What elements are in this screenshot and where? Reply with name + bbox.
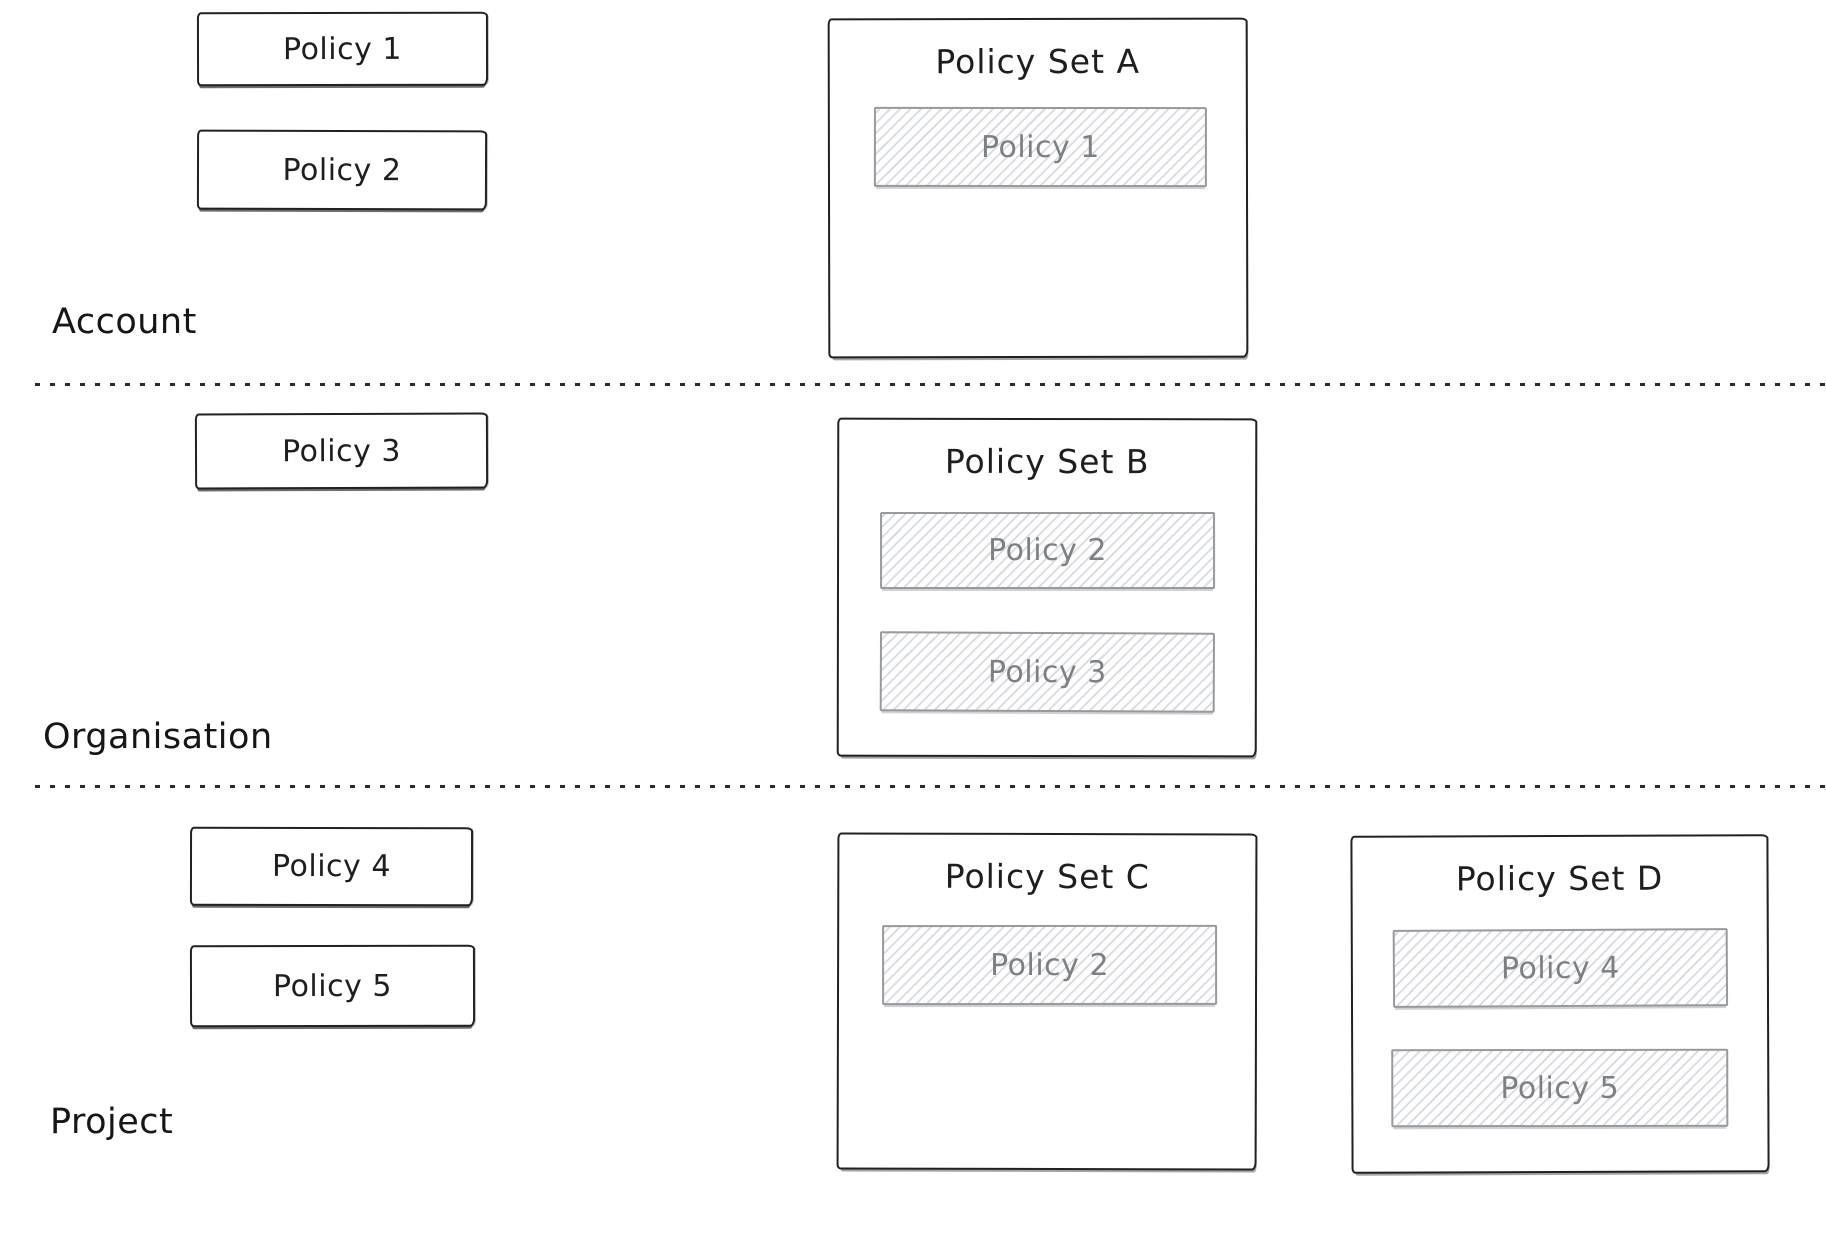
policy-box: Policy 2 xyxy=(196,129,488,211)
policy-box: Policy 4 xyxy=(189,826,474,907)
tier-label-project: Project xyxy=(50,1102,174,1142)
policy-set-title: Policy Set B xyxy=(944,441,1150,482)
tier-divider xyxy=(35,785,1826,789)
policy-set-member: Policy 5 xyxy=(1391,1048,1729,1128)
policy-set-a: Policy Set A Policy 1 xyxy=(827,17,1249,359)
policy-set-title: Policy Set C xyxy=(944,856,1150,897)
tier-label-organisation: Organisation xyxy=(43,717,273,757)
policy-box: Policy 5 xyxy=(189,944,476,1028)
policy-set-member: Policy 2 xyxy=(880,511,1216,590)
policy-set-member: Policy 2 xyxy=(882,924,1218,1006)
policy-set-title: Policy Set D xyxy=(1455,858,1664,899)
policy-set-c: Policy Set C Policy 2 xyxy=(836,832,1258,1171)
policy-box: Policy 1 xyxy=(196,11,489,87)
policy-box: Policy 3 xyxy=(194,412,489,490)
policy-set-member: Policy 4 xyxy=(1392,928,1729,1008)
policy-set-title: Policy Set A xyxy=(935,41,1141,82)
policy-set-d: Policy Set D Policy 4 Policy 5 xyxy=(1350,834,1770,1174)
policy-set-member: Policy 3 xyxy=(879,631,1216,713)
policy-set-member: Policy 1 xyxy=(873,106,1207,188)
tier-label-account: Account xyxy=(52,302,197,342)
tier-divider xyxy=(35,383,1826,387)
policy-set-b: Policy Set B Policy 2 Policy 3 xyxy=(836,417,1258,758)
